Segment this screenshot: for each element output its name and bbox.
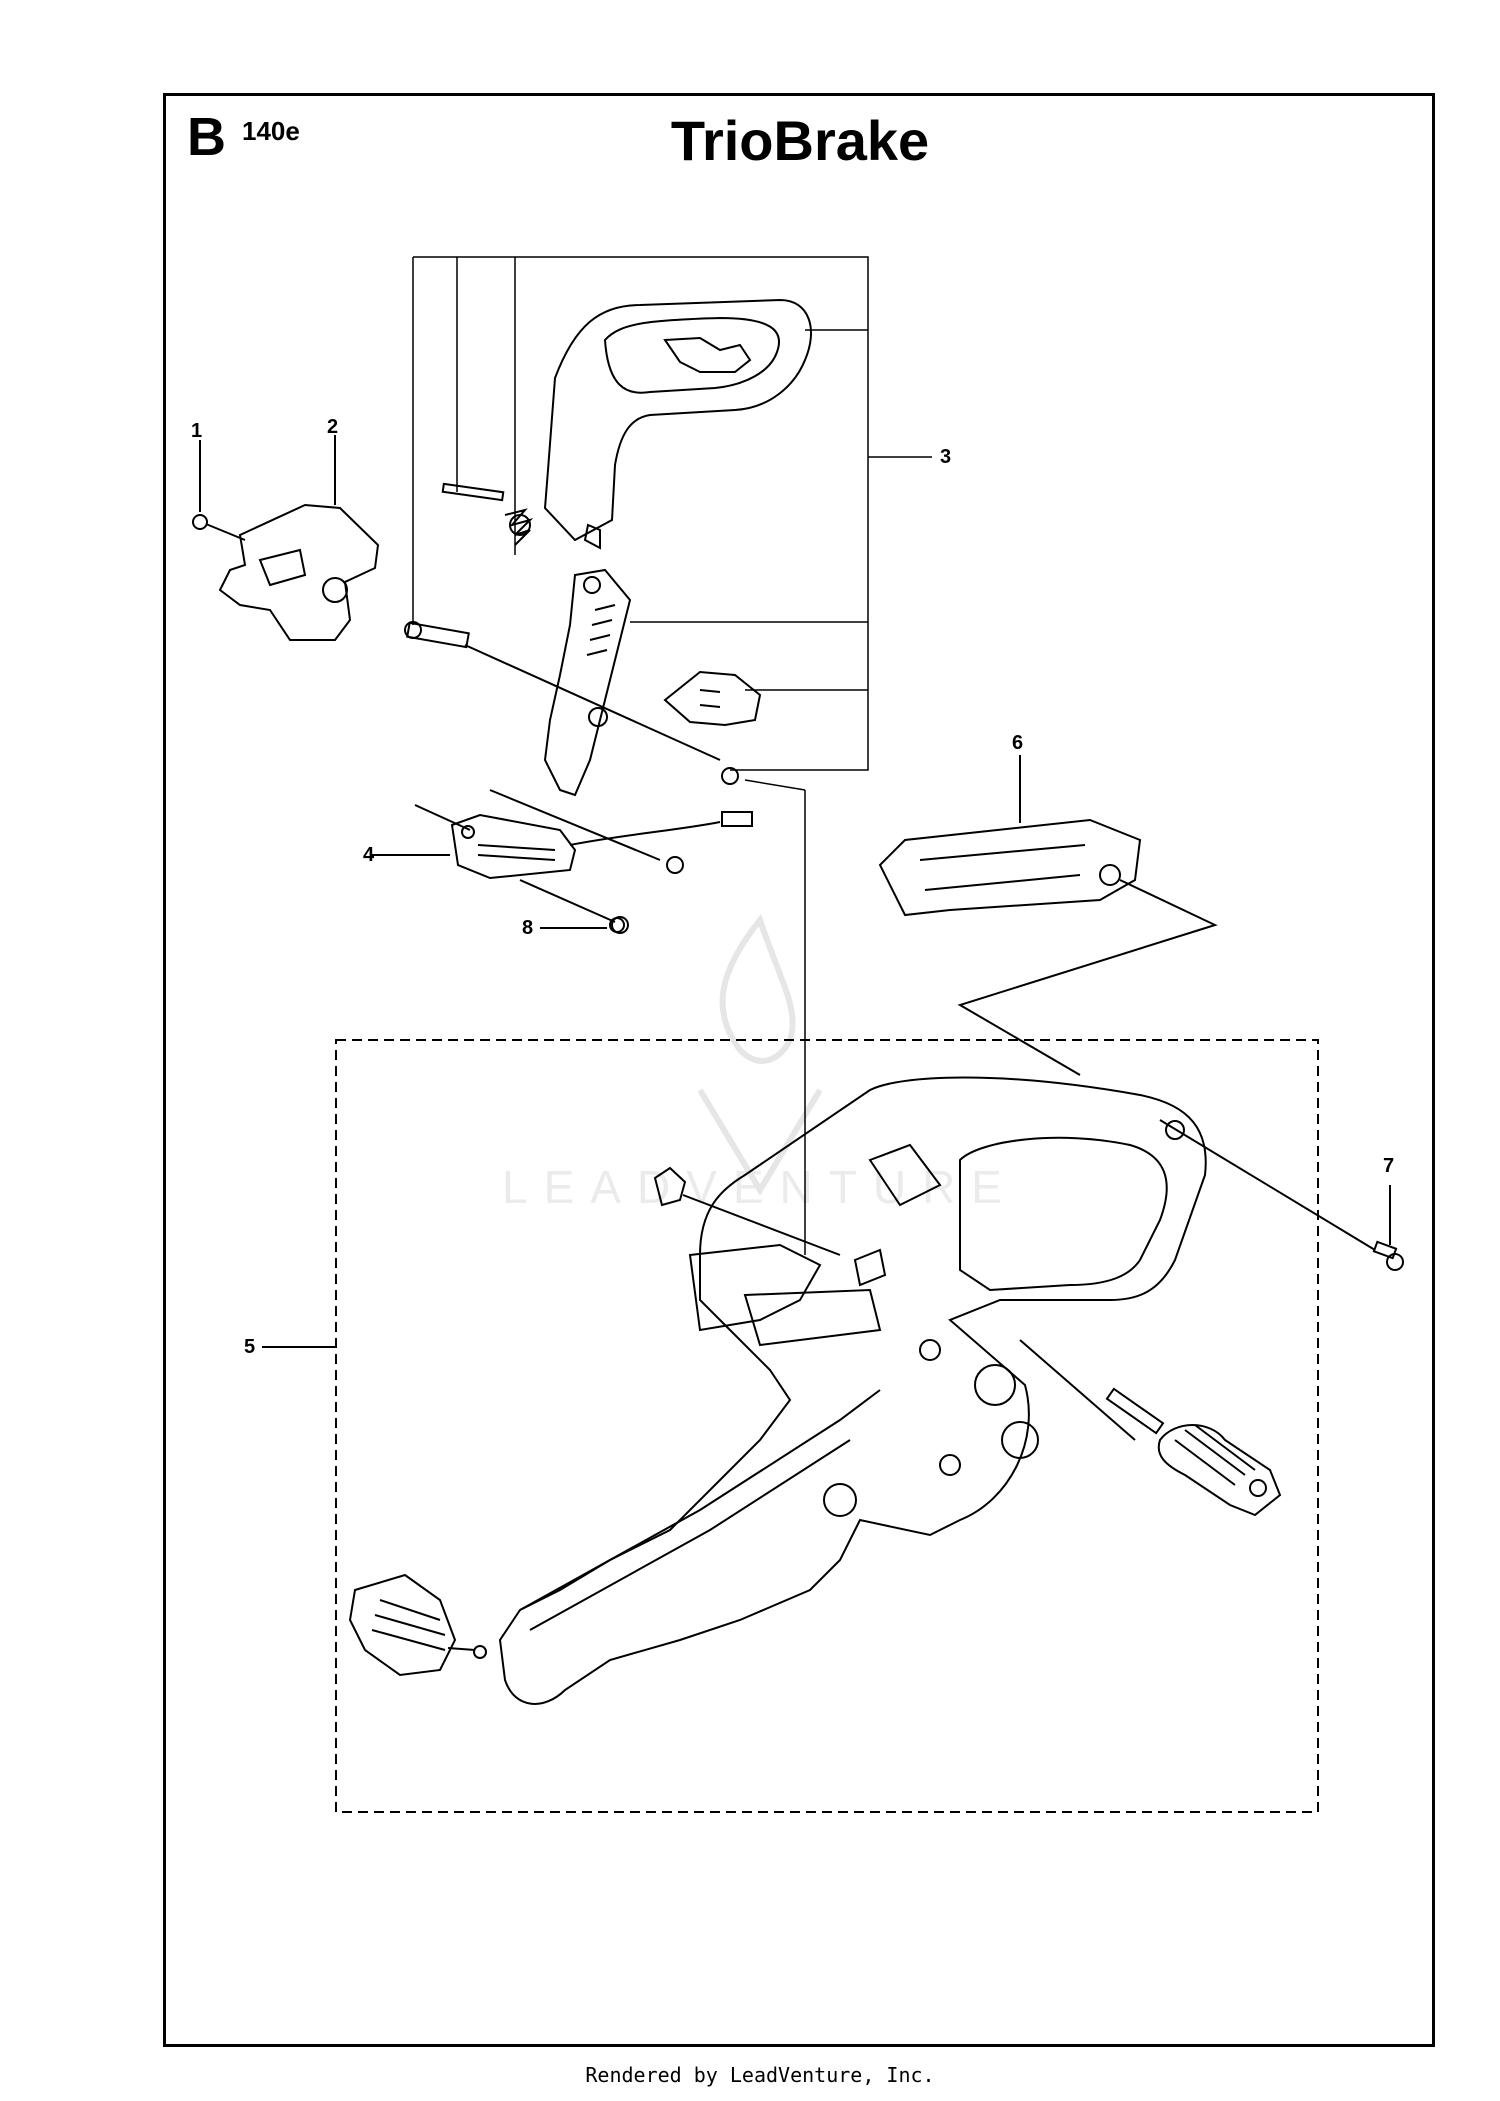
front-handguard <box>543 298 813 550</box>
part-5-handle-body <box>498 1076 1207 1705</box>
callout-3-bracket <box>412 256 932 771</box>
damper-rear <box>348 1573 487 1677</box>
footer-credit: Rendered by LeadVenture, Inc. <box>585 2063 935 2087</box>
callout-7: 7 <box>1383 1155 1395 1177</box>
callout-4: 4 <box>363 844 375 866</box>
part-5-dashed-box <box>335 1039 1319 1813</box>
callout-5: 5 <box>244 1336 256 1358</box>
part-4-bracket <box>370 789 753 934</box>
callout-1: 1 <box>191 420 203 442</box>
pin-and-spring <box>441 482 534 546</box>
diagram-frame <box>163 93 1435 2047</box>
section-letter: B <box>187 107 226 167</box>
watermark-logo <box>697 913 823 1196</box>
slider-part <box>663 670 762 727</box>
brake-lever <box>543 568 632 797</box>
part-8-screw <box>540 917 625 933</box>
model-number: 140e <box>242 116 300 146</box>
damper-front <box>1019 1119 1376 1517</box>
part-6-rear-handle <box>878 755 1218 1076</box>
callout-2: 2 <box>327 416 339 438</box>
callout-6: 6 <box>1012 732 1024 754</box>
page-title: TrioBrake <box>670 109 930 172</box>
long-screw <box>404 621 739 785</box>
callout-8: 8 <box>522 917 534 939</box>
part-1-screw <box>192 440 246 541</box>
part-2-cover <box>218 435 380 641</box>
damper-top <box>653 1166 841 1256</box>
part-7-screw <box>1372 1185 1404 1271</box>
callout-3: 3 <box>940 446 952 468</box>
